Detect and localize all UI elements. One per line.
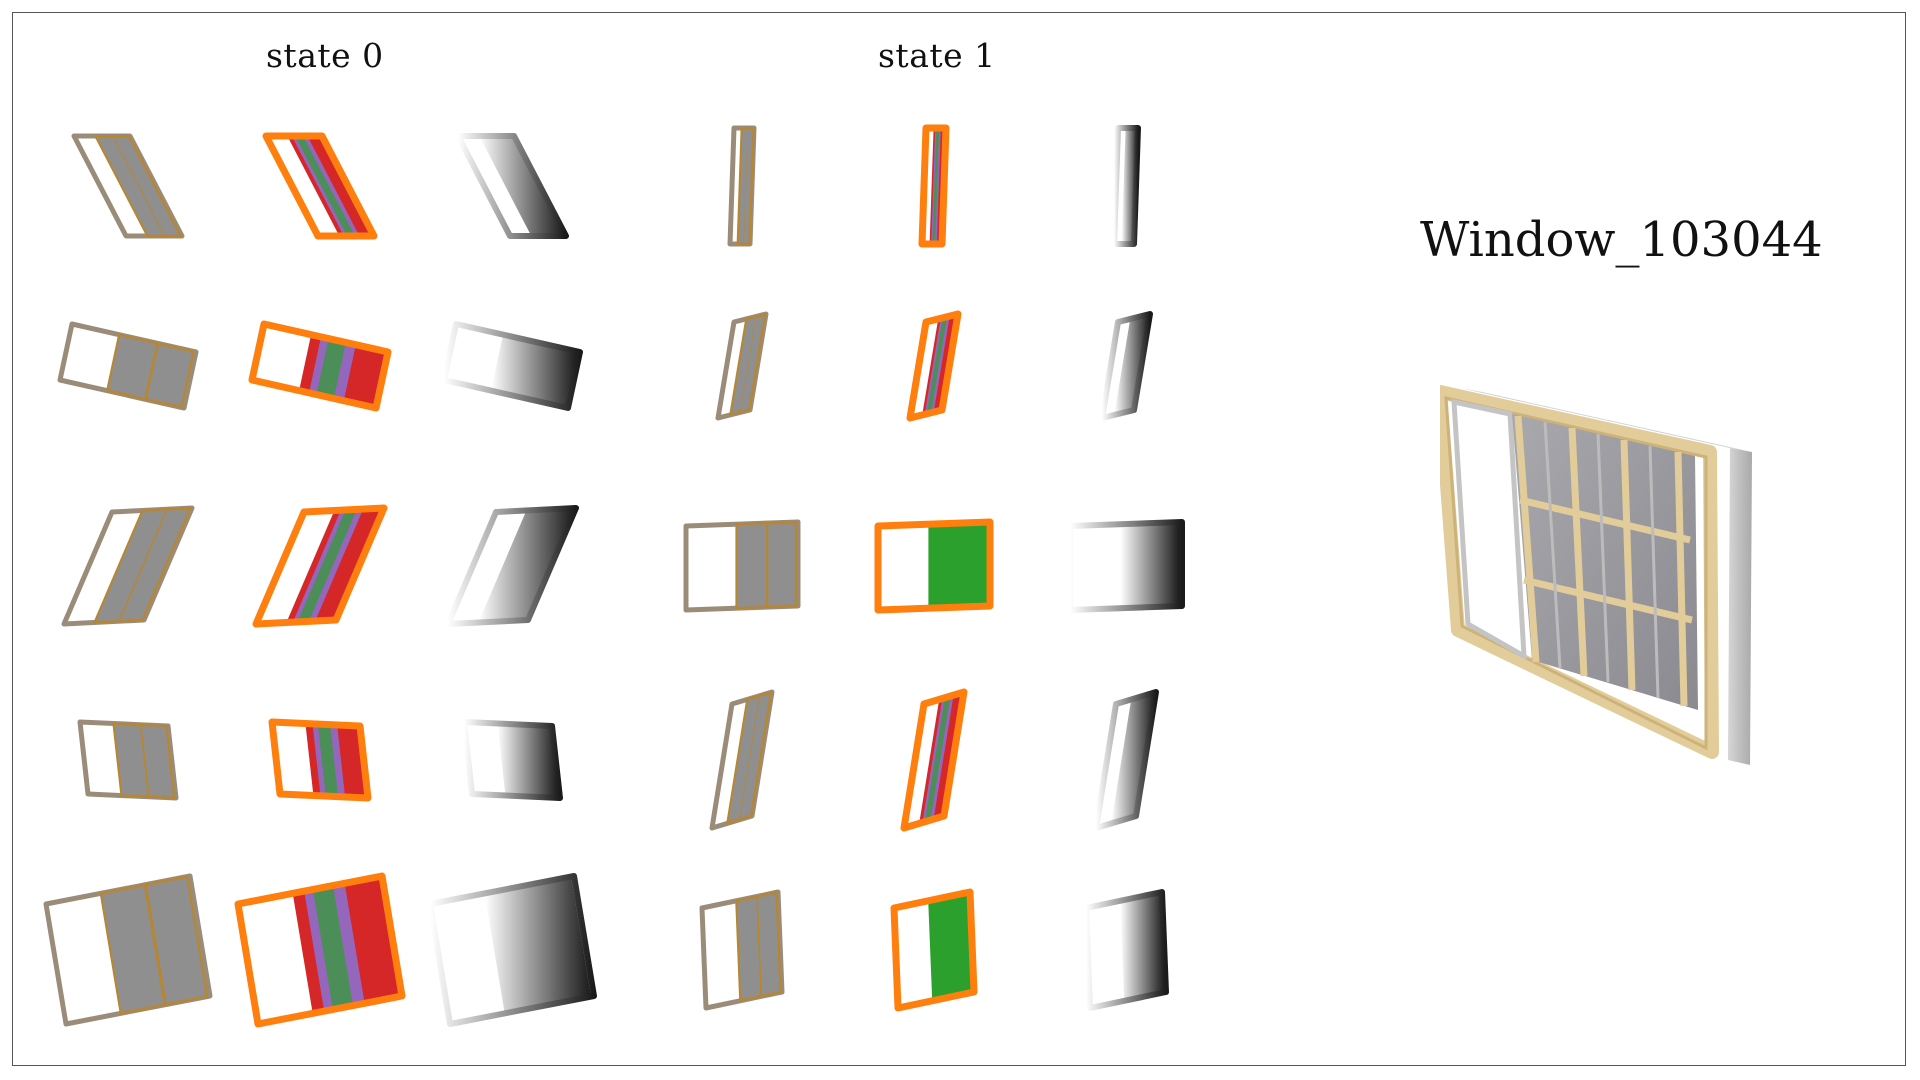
view-1-1-rgb-sash <box>736 127 755 245</box>
state-0-label: state 0 <box>266 36 384 75</box>
view-1-4-rgb-muntin <box>739 695 760 820</box>
view-1-5-rgb-muntin <box>756 896 762 997</box>
hero-glazing-bars <box>1543 421 1660 699</box>
view-1-3-part-segmentation-sash-a <box>928 522 988 609</box>
view-0-5-rgb-muntin <box>143 884 167 1005</box>
view-1-3-depth-depth-frame <box>1067 519 1185 613</box>
hero-window-render <box>1440 385 1752 765</box>
view-1-2-part-segmentation-sash-a <box>926 316 948 414</box>
hero-side-rail <box>1728 448 1752 765</box>
view-0-2-depth-depth-pane <box>491 334 578 408</box>
view-0-4-part-segmentation-frame <box>268 718 372 802</box>
view-1-2-depth-depth-pane <box>1114 314 1150 415</box>
view-1-1-depth-depth-frame <box>1111 125 1141 247</box>
view-0-2-rgb-sash <box>105 333 195 409</box>
view-1-1-rgb-muntin <box>743 128 748 244</box>
state-1-label: state 1 <box>878 36 996 75</box>
view-0-2-depth-depth-frame <box>441 321 583 411</box>
view-0-4-rgb-muntin <box>139 724 150 797</box>
view-1-5-depth-depth-pane <box>1120 892 1165 1001</box>
view-0-3-rgb-sash <box>92 507 192 624</box>
view-0-5-depth-depth-frame <box>427 873 597 1027</box>
view-0-3-rgb-glass <box>94 508 191 623</box>
view-1-3-part-segmentation-frame <box>874 518 994 614</box>
view-0-1-depth-depth-pane <box>479 136 565 236</box>
view-0-1-rgb-sash <box>93 135 183 237</box>
view-0-3-rgb-muntin <box>118 509 168 622</box>
view-0-1-part-segmentation-frame <box>262 132 378 240</box>
hero-left-opening <box>1451 398 1527 661</box>
view-1-3-rgb-sash <box>735 521 797 610</box>
hero-sash-muntins <box>1514 415 1693 707</box>
view-1-5-part-segmentation-sash-a <box>928 892 973 1001</box>
view-0-3-part-segmentation-frame <box>252 504 388 628</box>
view-0-2-part-segmentation-frame <box>248 320 392 412</box>
view-0-5-depth-depth-pane <box>484 876 592 1014</box>
view-1-4-depth-depth-frame <box>1093 689 1159 831</box>
view-0-3-depth-depth-frame <box>445 505 579 627</box>
view-0-5-rgb-sash <box>99 875 209 1015</box>
view-0-4-depth-depth-frame <box>461 719 563 801</box>
view-1-4-depth-depth-pane <box>1111 692 1156 824</box>
view-1-4-rgb-sash <box>725 690 773 825</box>
view-1-5-rgb-sash <box>735 891 782 1003</box>
view-1-1-part-segmentation-frame <box>918 124 950 248</box>
view-0-4-part-segmentation-sash-a <box>317 724 339 797</box>
view-0-3-part-segmentation-sash-a <box>297 509 357 622</box>
view-1-5-part-segmentation-frame <box>890 888 978 1012</box>
view-1-2-rgb-muntin <box>739 316 757 413</box>
hero-outer-frame <box>1440 385 1719 759</box>
view-0-1-depth-depth-frame <box>455 133 569 239</box>
view-1-4-part-segmentation-frame <box>900 688 968 832</box>
view-1-3-depth-depth-pane <box>1120 522 1180 609</box>
view-0-2-rgb-muntin <box>144 343 159 400</box>
view-1-5-depth-depth-frame <box>1083 889 1169 1011</box>
hero-top-rail <box>1460 388 1752 452</box>
view-1-2-part-segmentation-frame <box>906 310 962 422</box>
view-0-5-part-segmentation-sash-a <box>312 885 353 1010</box>
view-1-2-rgb-sash <box>728 312 767 417</box>
view-0-3-depth-depth-pane <box>478 508 575 623</box>
object-name-title: Window_103044 <box>1420 212 1823 268</box>
view-0-4-rgb-sash <box>112 722 176 799</box>
view-1-4-part-segmentation-sash-a <box>924 696 951 822</box>
hero-frame-edge <box>1444 396 1708 751</box>
view-1-3-rgb-muntin <box>766 523 769 608</box>
view-0-5-part-segmentation-frame <box>234 872 406 1028</box>
view-0-1-rgb-muntin <box>112 136 166 236</box>
view-1-2-depth-depth-frame <box>1099 311 1153 421</box>
view-0-4-depth-depth-pane <box>497 723 559 798</box>
view-0-2-part-segmentation-sash-a <box>316 338 346 399</box>
view-1-1-part-segmentation-sash-a <box>932 128 940 244</box>
view-0-1-part-segmentation-sash-a <box>295 136 355 236</box>
